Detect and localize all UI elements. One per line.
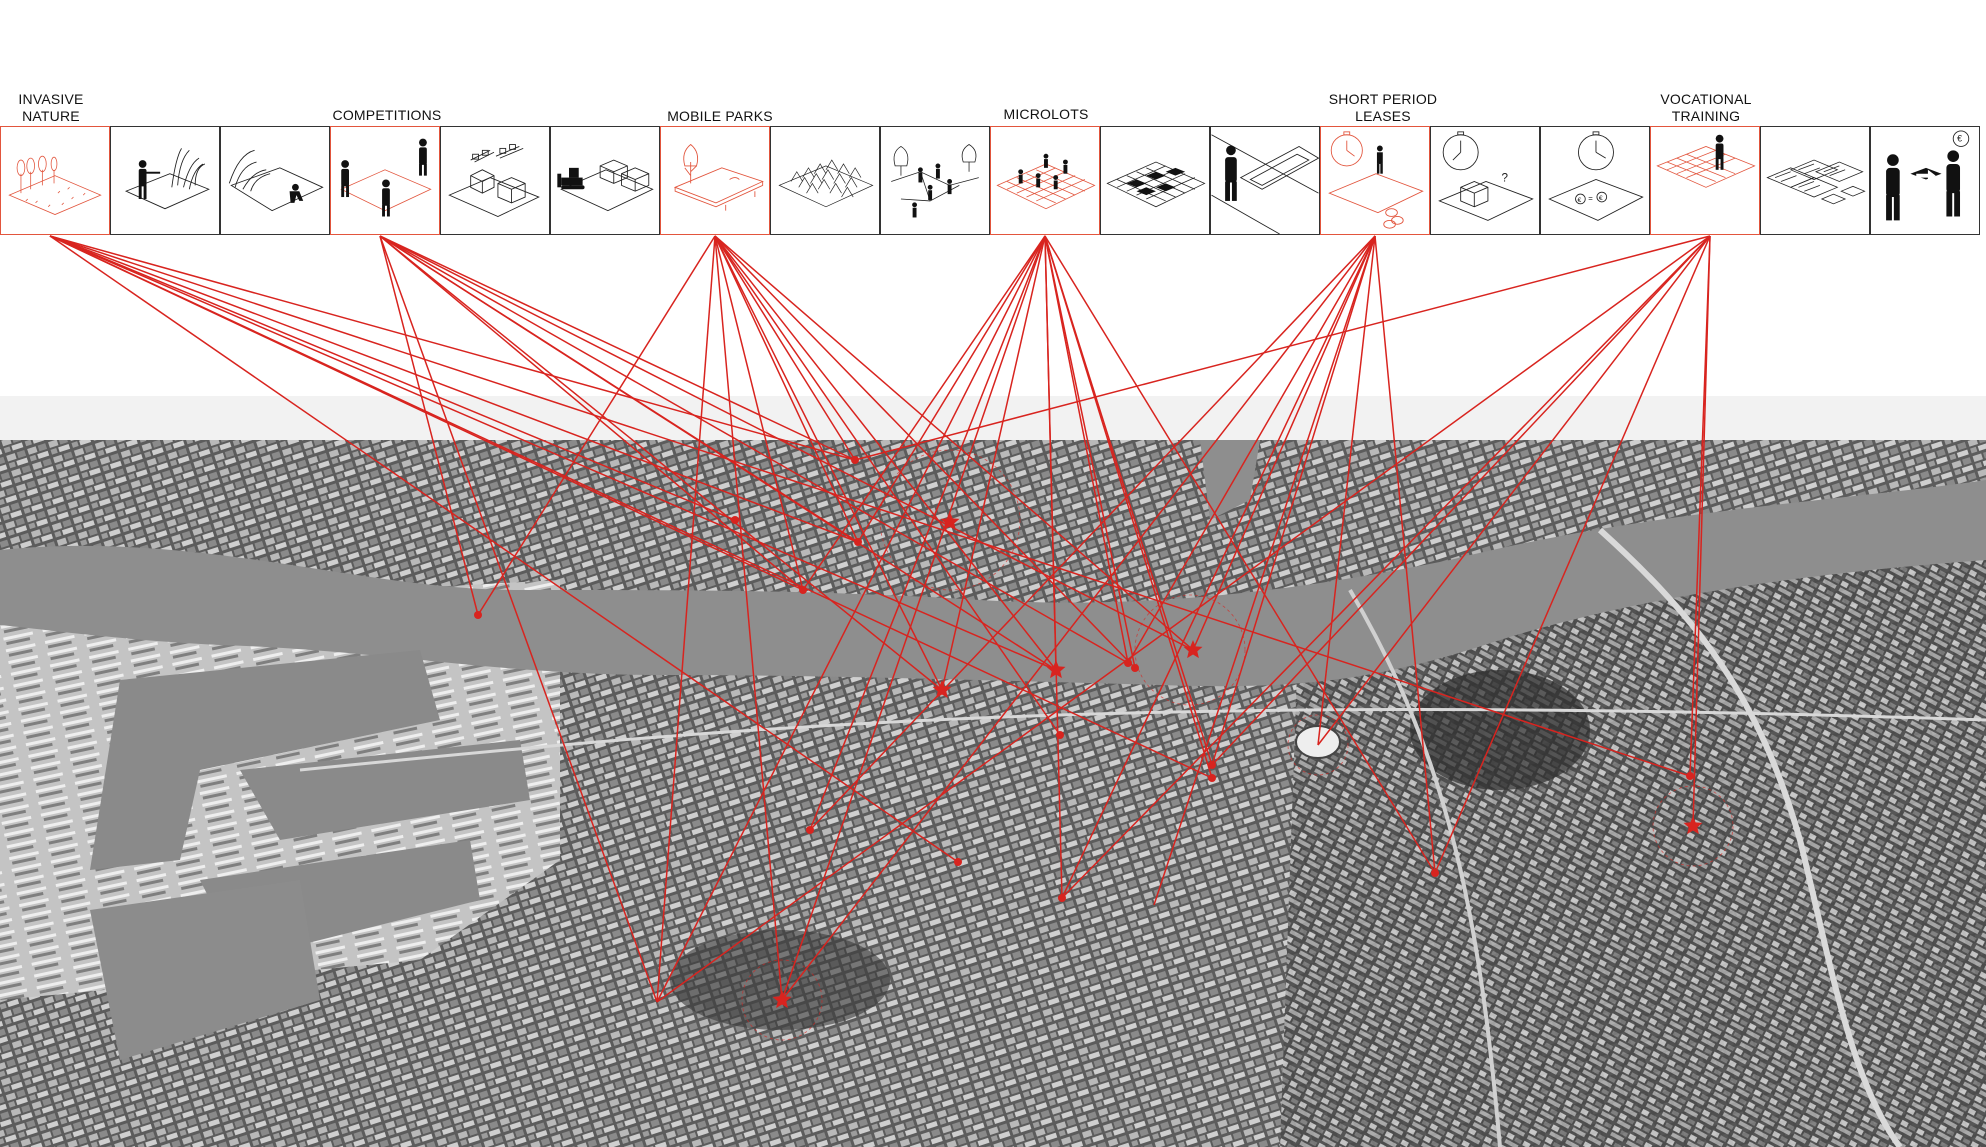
person-on-grid-icon [1650,126,1760,235]
people-on-lot-icon [330,126,440,235]
svg-text:€: € [1599,195,1603,202]
seedling-field-icon [0,126,110,235]
category-label-vocational-training: VOCATIONAL TRAINING [1660,91,1752,124]
person-beside-lot-icon [1210,126,1320,235]
svg-text:?: ? [1502,171,1509,184]
category-label-mobile-parks: MOBILE PARKS [667,108,773,124]
map-top-band [0,396,1986,440]
stopwatch-euro-icon: € = € [1540,126,1650,235]
people-exchange-icon: € [1870,126,1980,235]
microlot-grid-people-icon [990,126,1100,235]
stopwatch-question-icon: ? [1430,126,1540,235]
category-label-microlots: MICROLOTS [1003,106,1089,122]
icon-panel-strip: ? € = € [0,126,1986,236]
scattered-tiles-icon [1760,126,1870,235]
mobile-tree-platform-icon [660,126,770,235]
svg-text:€: € [1577,197,1581,204]
svg-text:€: € [1957,134,1962,144]
svg-text:=: = [1588,194,1593,203]
people-network-icon [880,126,990,235]
checker-grid-icon [1100,126,1210,235]
building-blocks-icon [440,126,550,235]
category-label-short-period-leases: SHORT PERIOD LEASES [1328,91,1438,124]
person-cutting-plants-icon [110,126,220,235]
stopwatch-person-icon [1320,126,1430,235]
tree-grid-icon [770,126,880,235]
aerial-city-map [0,440,1986,1147]
category-label-invasive-nature: INVASIVE NATURE [18,91,84,124]
category-label-competitions: COMPETITIONS [332,107,442,123]
person-in-overgrowth-icon [220,126,330,235]
bulldozer-icon [550,126,660,235]
